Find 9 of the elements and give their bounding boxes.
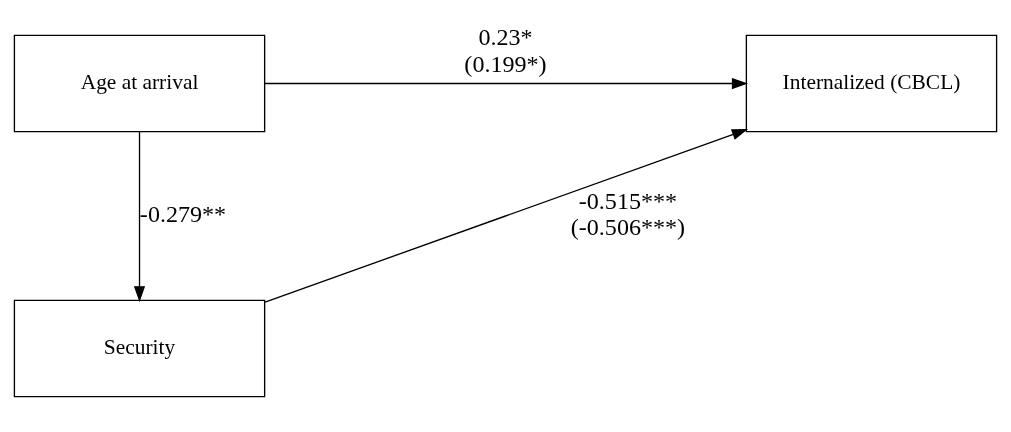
arrow xyxy=(133,131,146,303)
edge-label: -0.515*** (-0.506***) xyxy=(570,187,686,241)
arrow xyxy=(264,129,748,303)
arrow xyxy=(264,77,748,90)
edge-label: -0.279** xyxy=(139,200,227,227)
node-box: Internalized (CBCL) xyxy=(745,34,998,133)
node-box: Age at arrival xyxy=(13,34,266,133)
node-box: Security xyxy=(13,299,266,398)
edge-label: 0.23* (0.199*) xyxy=(464,24,547,78)
